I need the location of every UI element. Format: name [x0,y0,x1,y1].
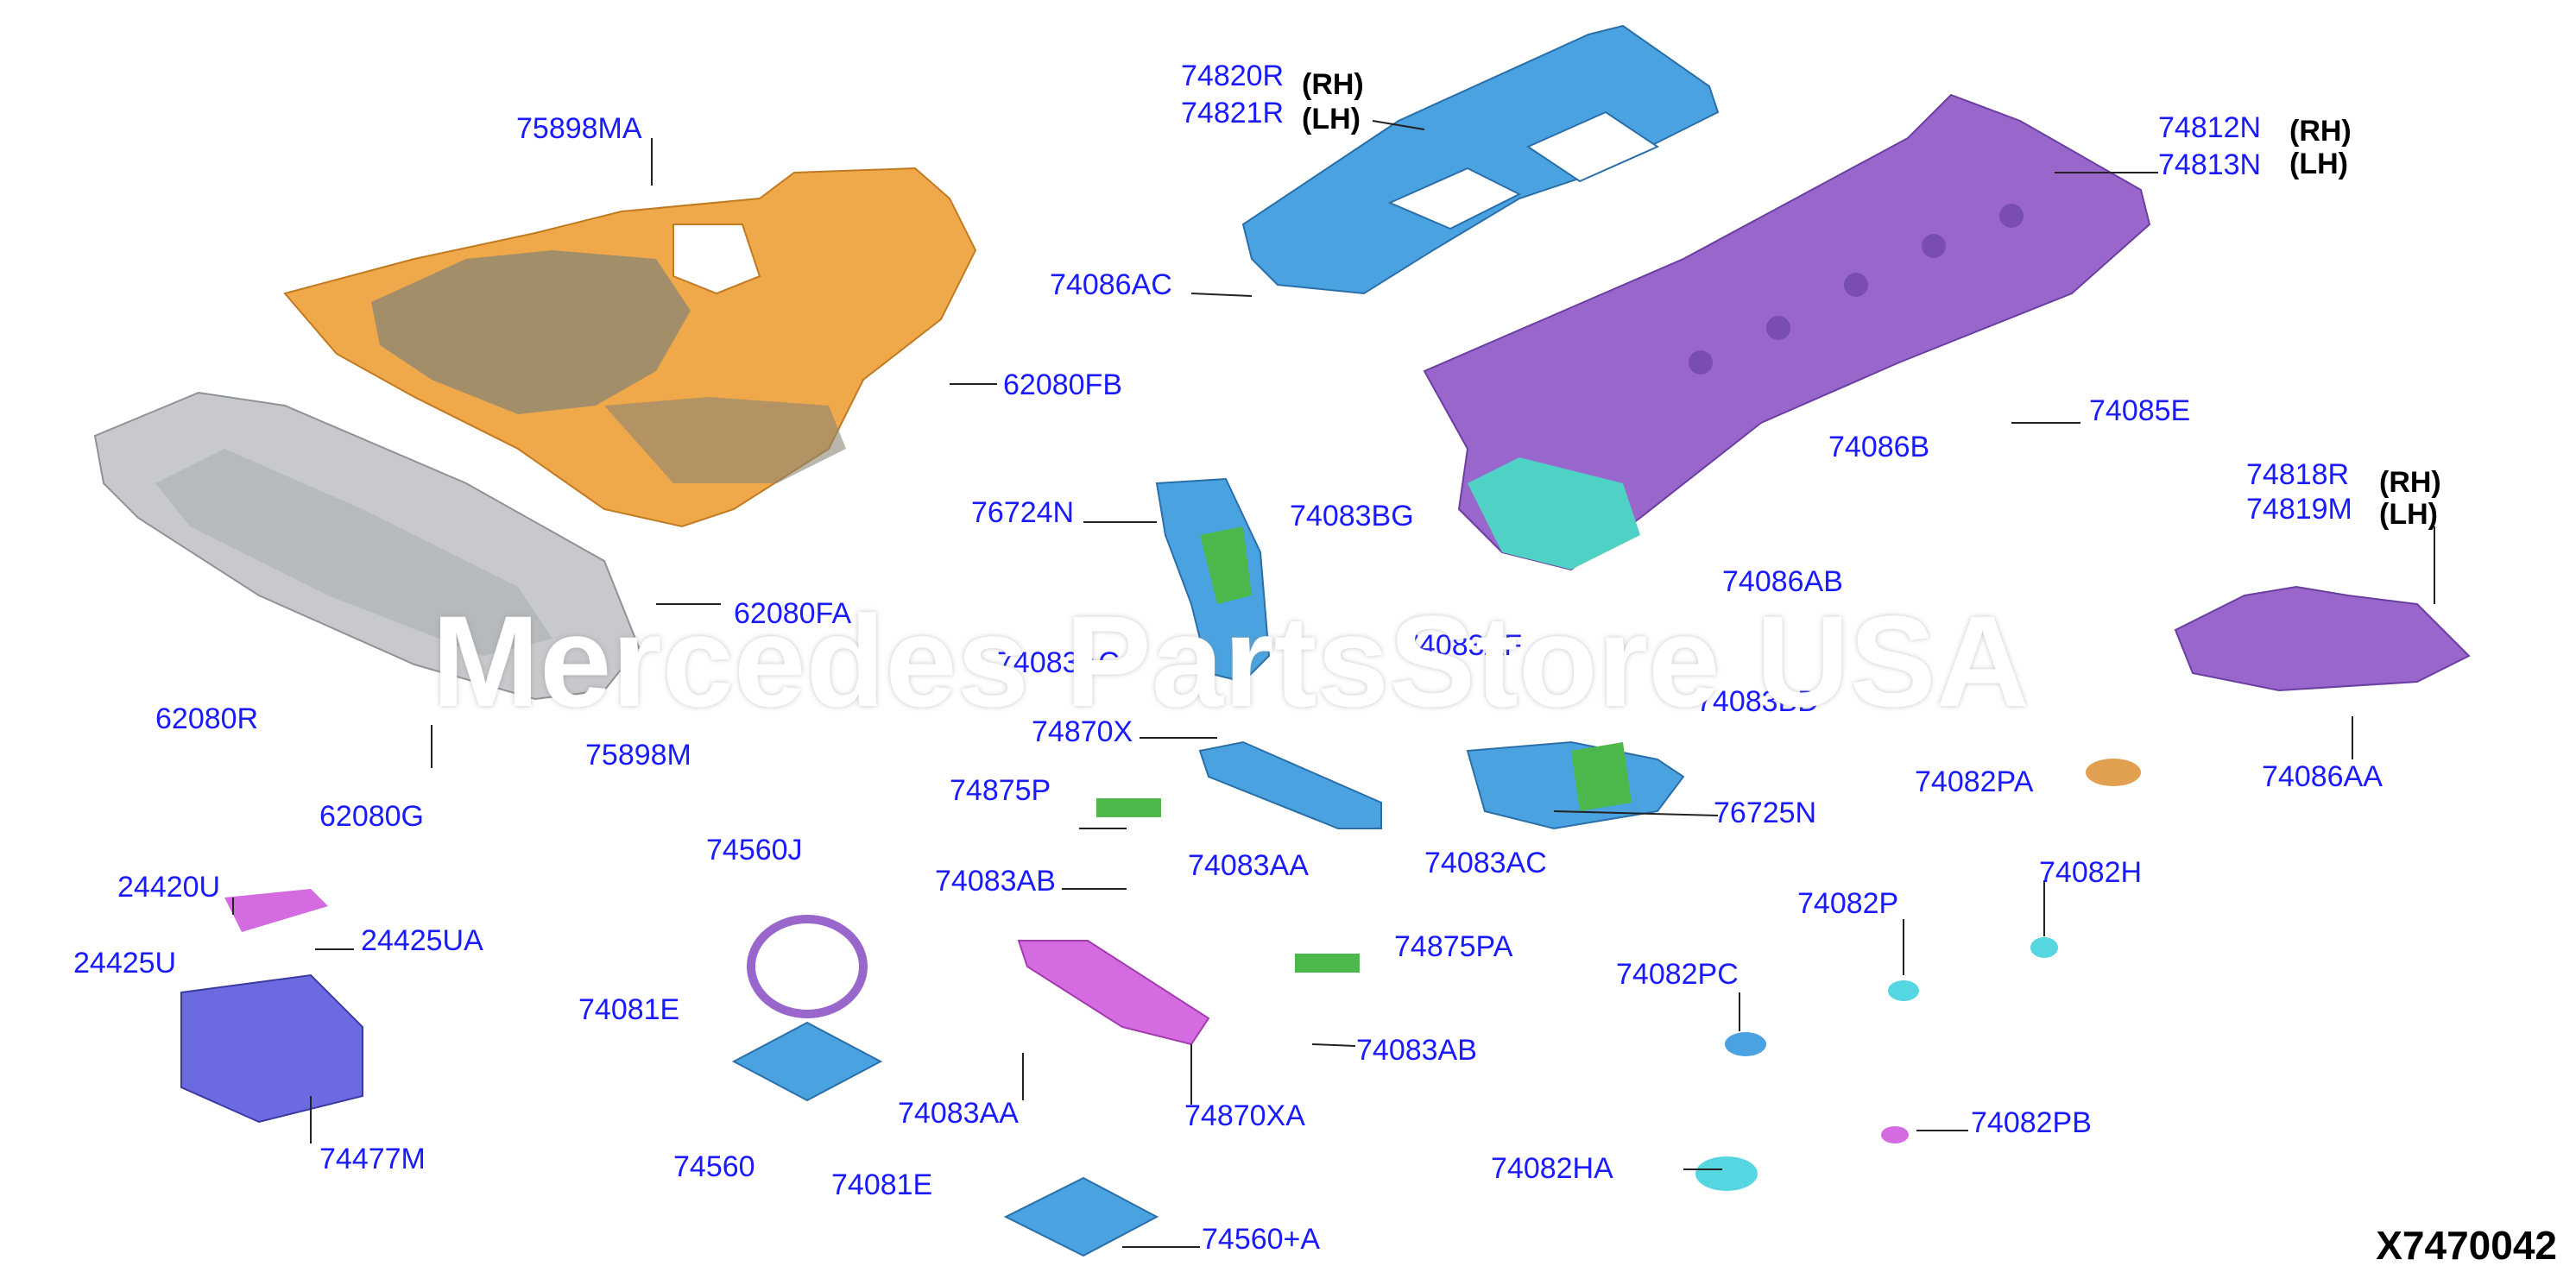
plug-74082P [1888,980,1919,1001]
callout-24420U[interactable]: 24420U [117,871,221,904]
front-splash-shield-grey [93,391,641,701]
callout-74560[interactable]: 74560 [673,1150,755,1183]
callout-74819M[interactable]: 74819M [2246,493,2352,526]
callout-74082PB[interactable]: 74082PB [1971,1106,2092,1139]
side-label-rh-3: (RH) [2379,466,2441,499]
callout-24425U[interactable]: 24425U [73,947,177,979]
plug-74082PB [1881,1126,1909,1143]
diagram-code: X7470042 [2376,1223,2557,1268]
crossmember-magenta [1017,940,1210,1046]
seal-ring [747,915,868,1018]
callout-74083AF[interactable]: 74083AF [1403,629,1522,662]
callout-74082PA[interactable]: 74082PA [1915,765,2034,798]
callout-74812N[interactable]: 74812N [2158,111,2262,144]
callout-74086B[interactable]: 74086B [1828,431,1930,463]
callout-74813N[interactable]: 74813N [2158,148,2262,181]
leader-lines [232,120,2435,1248]
side-label-rh: (RH) [1302,68,1364,101]
callout-74870XA[interactable]: 74870XA [1184,1099,1305,1132]
callout-74082PC[interactable]: 74082PC [1616,958,1739,991]
callout-74560J[interactable]: 74560J [706,834,803,866]
callout-62080FA[interactable]: 62080FA [734,597,852,630]
callout-74081E[interactable]: 74081E [578,993,680,1026]
callout-74083AB-2[interactable]: 74083AB [1356,1034,1477,1067]
callout-76725N[interactable]: 76725N [1714,797,1817,829]
front-brace-blue [1155,477,1271,683]
callout-74086AC[interactable]: 74086AC [1050,268,1172,301]
bracket-green-74875P [1096,798,1161,817]
bracket-green-74875PA [1295,954,1360,973]
callout-76724N[interactable]: 76724N [971,496,1075,529]
callout-74086AA[interactable]: 74086AA [2262,760,2383,793]
callout-74875P[interactable]: 74875P [950,774,1051,807]
callout-62080FB[interactable]: 62080FB [1003,368,1122,401]
cover-plate-74560 [731,1021,883,1102]
callout-74082P[interactable]: 74082P [1797,887,1899,920]
plug-74082HA [1695,1156,1758,1191]
plug-74082H [2030,937,2058,958]
callout-74083BG[interactable]: 74083BG [1290,500,1414,532]
plug-74082PC [1725,1032,1766,1056]
callout-62080G[interactable]: 62080G [319,800,424,833]
callout-74082HA[interactable]: 74082HA [1491,1152,1613,1185]
callout-74085E[interactable]: 74085E [2089,394,2191,427]
callout-62080R[interactable]: 62080R [155,702,259,735]
callout-74875PA[interactable]: 74875PA [1394,930,1513,963]
callout-74081E-2[interactable]: 74081E [831,1168,933,1201]
battery-tray [180,889,363,1124]
callout-74083AA-2[interactable]: 74083AA [898,1097,1019,1130]
callout-74086AB[interactable]: 74086AB [1722,565,1843,598]
side-label-rh-2: (RH) [2289,115,2352,148]
side-under-cover-blue [1241,24,1720,295]
cover-plate-74560A [1003,1176,1159,1257]
callout-74083BD[interactable]: 74083BD [1696,685,1819,718]
callout-74083AA[interactable]: 74083AA [1188,849,1309,882]
callout-75898MA[interactable]: 75898MA [516,112,642,145]
front-under-shield-orange [283,167,977,528]
crossmember-blue [1198,740,1382,829]
side-label-lh-2: (LH) [2289,148,2348,180]
side-label-lh: (LH) [1302,103,1361,135]
callout-74083AC-2[interactable]: 74083AC [1424,847,1547,879]
callout-74083AC[interactable]: 74083AC [997,646,1120,679]
rear-brace-blue [1466,740,1685,830]
plug-74082PA [2086,759,2141,786]
callout-74083AB[interactable]: 74083AB [935,865,1056,898]
callout-74818R[interactable]: 74818R [2246,458,2350,491]
callout-74560A[interactable]: 74560+A [1202,1223,1321,1256]
callout-74082H[interactable]: 74082H [2039,856,2143,889]
callout-74820R[interactable]: 74820R [1181,60,1285,92]
callout-74821R[interactable]: 74821R [1181,97,1285,129]
side-label-lh-3: (LH) [2379,498,2438,531]
main-under-panel-purple [1423,93,2151,571]
callout-75898M[interactable]: 75898M [585,739,691,772]
callout-24425UA[interactable]: 24425UA [361,924,483,957]
callout-74477M[interactable]: 74477M [319,1143,426,1175]
callout-74870X[interactable]: 74870X [1032,715,1133,748]
rear-bracket-purple [2174,585,2471,692]
